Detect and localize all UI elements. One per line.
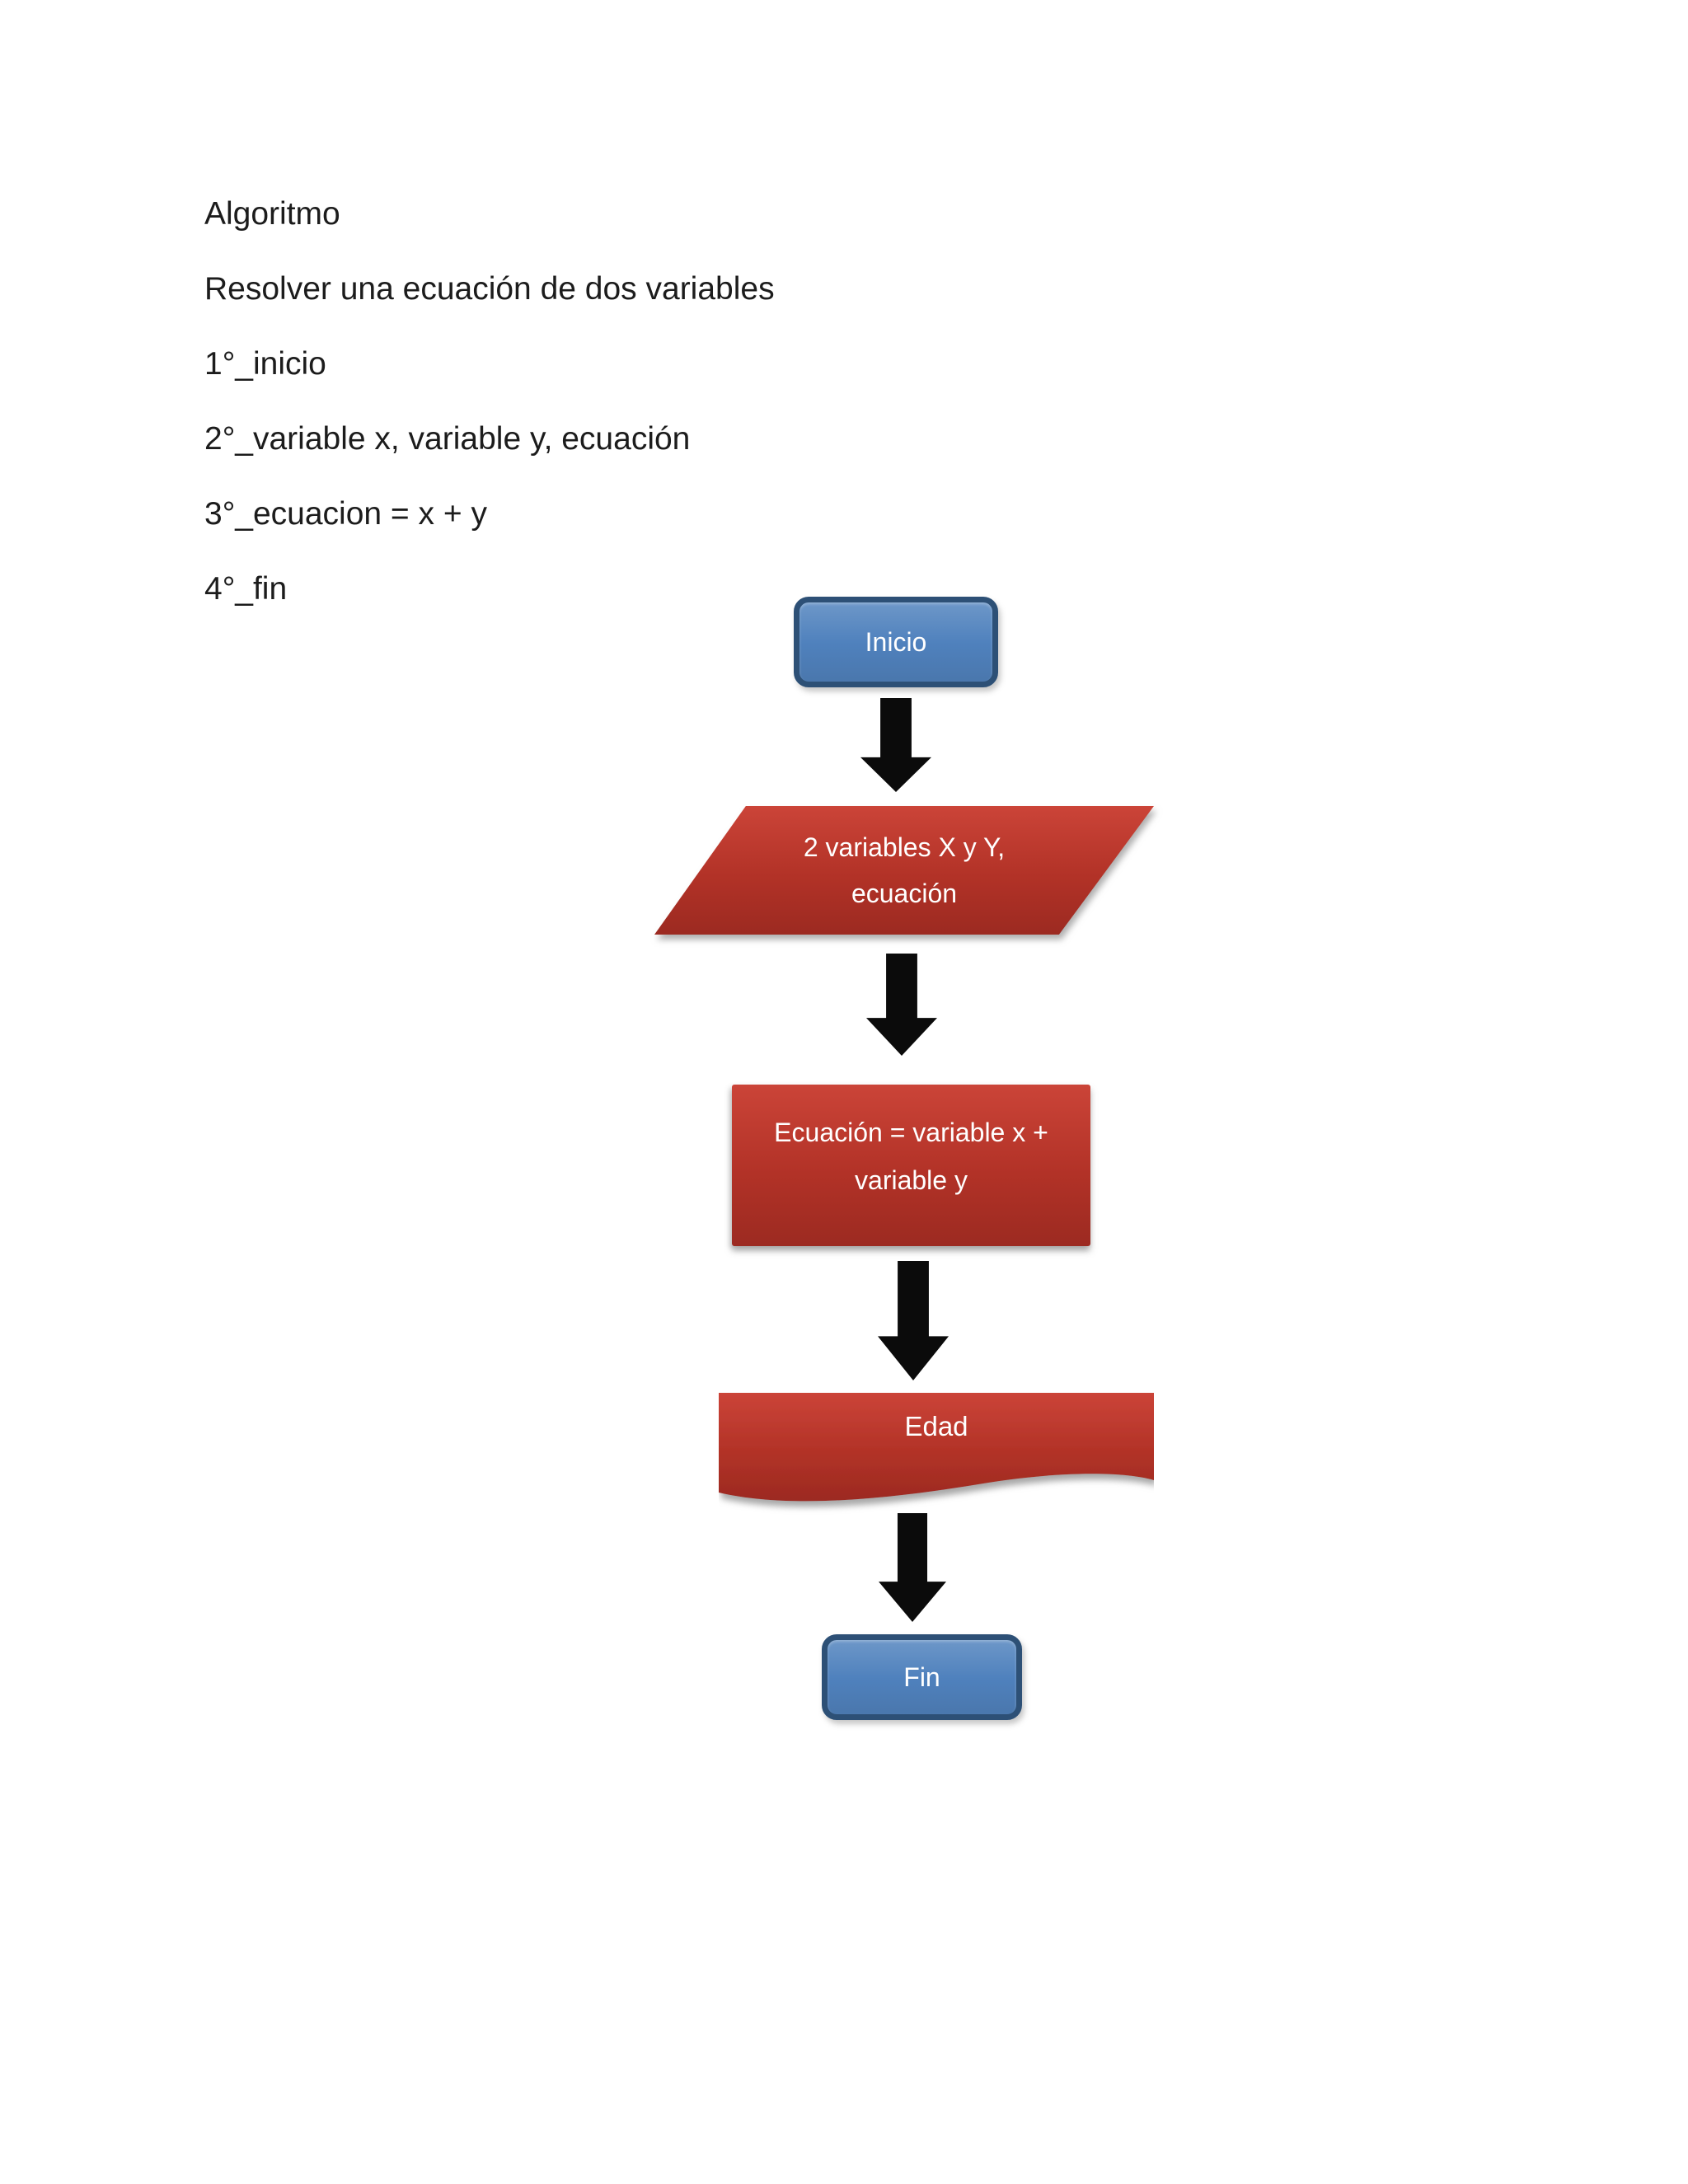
arrow-down-icon <box>878 1261 949 1380</box>
flowchart-node-start: Inicio <box>794 597 998 687</box>
step-4: 4°_fin <box>204 571 288 607</box>
parallelogram-shape: 2 variables X y Y, ecuación <box>654 806 1154 935</box>
document-wave-shape <box>719 1393 1154 1502</box>
flowchart-node-document <box>719 1393 1154 1502</box>
step-1: 1°_inicio <box>204 346 326 382</box>
flowchart-node-input: 2 variables X y Y, ecuación <box>654 806 1154 935</box>
node-label: Inicio <box>865 626 927 657</box>
algorithm-title: Algoritmo <box>204 196 340 232</box>
arrow-down-icon <box>866 954 937 1056</box>
flowchart-node-end: Fin <box>822 1634 1022 1720</box>
algorithm-description: Resolver una ecuación de dos variables <box>204 271 775 307</box>
node-label: 2 variables X y Y, ecuación <box>803 832 1006 908</box>
node-label: Edad <box>904 1411 968 1441</box>
arrow-down-icon <box>879 1513 946 1622</box>
node-label: Fin <box>903 1661 940 1692</box>
node-label: Ecuación = variable x + variable y <box>774 1118 1048 1195</box>
flowchart-node-process: Ecuación = variable x + variable y <box>732 1085 1090 1246</box>
step-3: 3°_ecuacion = x + y <box>204 496 487 532</box>
step-2: 2°_variable x, variable y, ecuación <box>204 421 691 457</box>
arrow-down-icon <box>860 698 931 792</box>
algorithm-text-block: Algoritmo Resolver una ecuación de dos v… <box>204 198 775 648</box>
